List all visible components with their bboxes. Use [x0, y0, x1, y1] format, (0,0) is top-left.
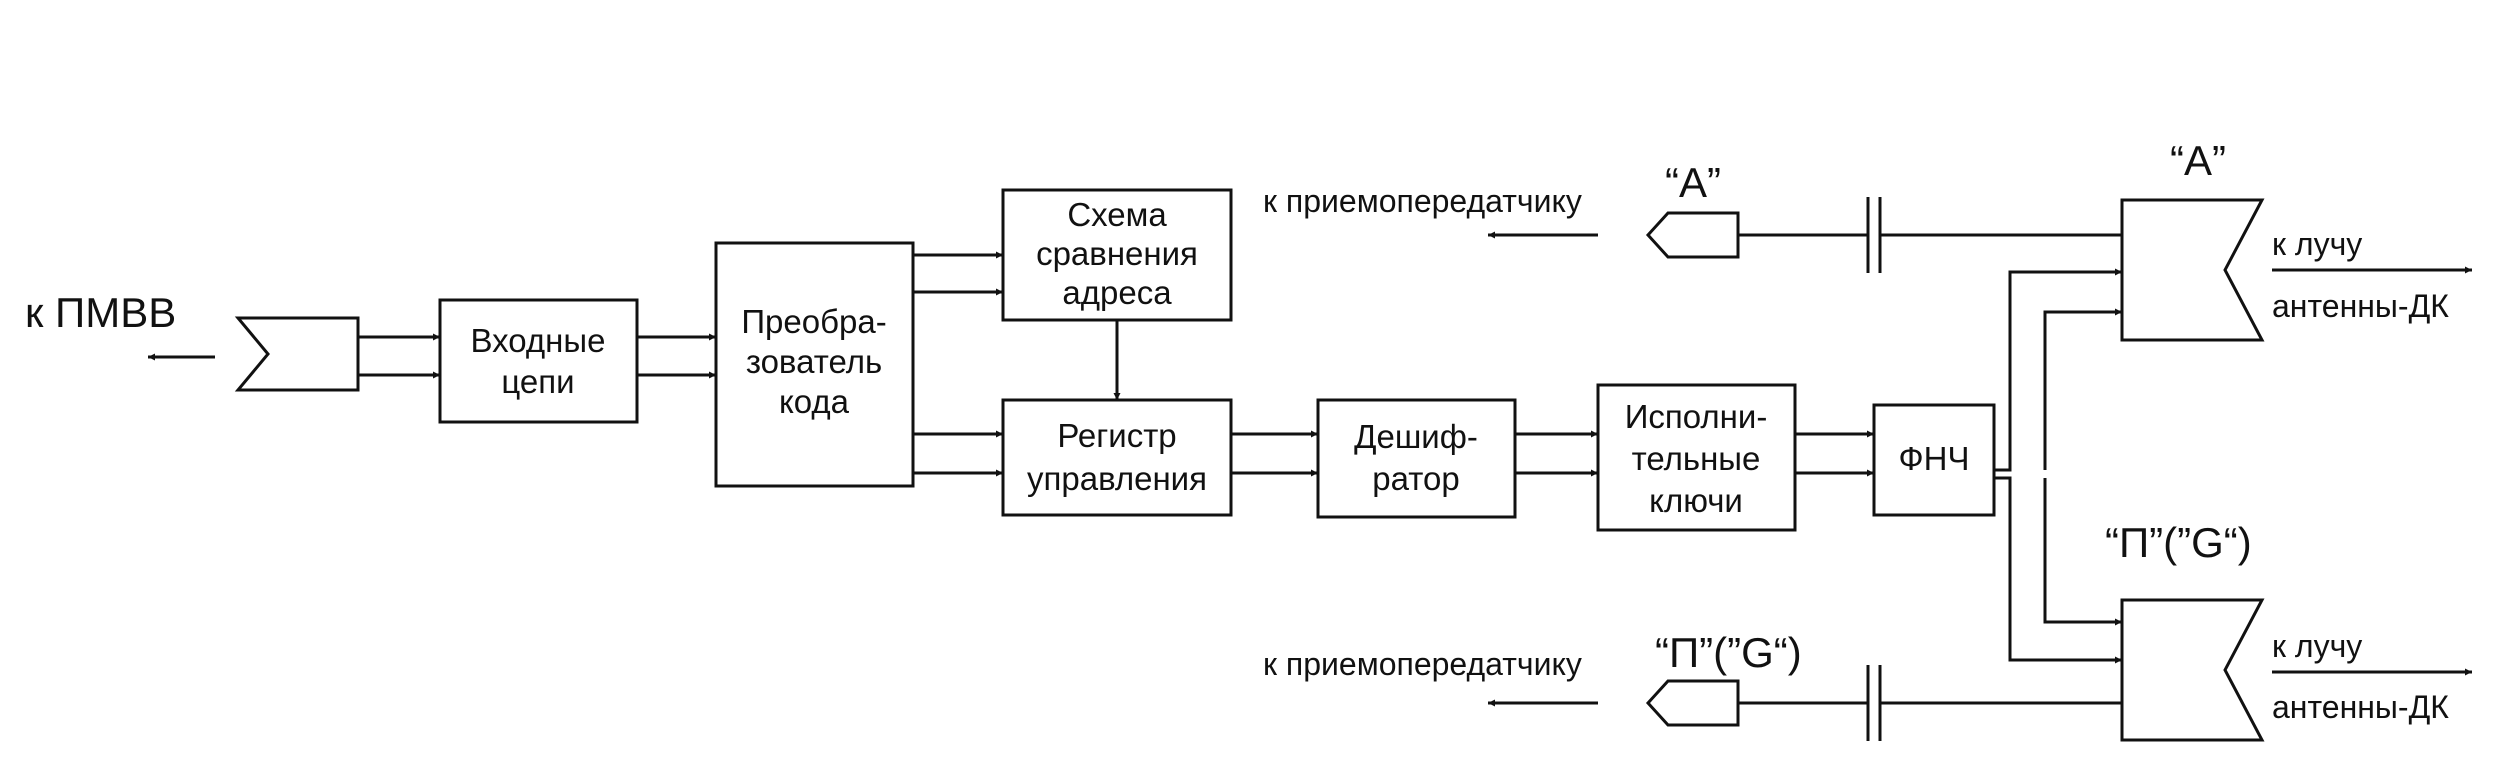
- svg-text:управления: управления: [1027, 460, 1207, 497]
- capacitor-a: [1866, 197, 1882, 273]
- bus-converter-comparator: [913, 251, 1003, 296]
- bus-decoder-keys: [1515, 430, 1598, 477]
- svg-text:цепи: цепи: [501, 363, 574, 400]
- svg-text:тельные: тельные: [1632, 440, 1761, 477]
- bus-connector-input: [358, 333, 440, 379]
- pmvv-label: к ПМВВ: [25, 289, 176, 336]
- svg-text:Схема: Схема: [1067, 196, 1167, 233]
- control-register-block: Регистр управления: [1001, 398, 1233, 517]
- svg-text:Преобра-: Преобра-: [741, 303, 886, 340]
- svg-text:сравнения: сравнения: [1036, 235, 1198, 272]
- input-circuits-block: Входные цепи: [438, 298, 639, 424]
- svg-text:зователь: зователь: [746, 343, 882, 380]
- svg-text:ФНЧ: ФНЧ: [1899, 440, 1970, 477]
- lpf-block: ФНЧ: [1872, 403, 1996, 517]
- bus-keys-lpf: [1795, 430, 1874, 477]
- antenna-p-label: антенны-ДК: [2272, 689, 2449, 725]
- code-converter-block: Преобра- зователь кода: [714, 241, 915, 488]
- channel-p-label: “П”(”G“): [1655, 629, 1802, 676]
- svg-text:Входные: Входные: [471, 322, 606, 359]
- pmvv-connector: [234, 316, 360, 392]
- svg-text:Регистр: Регистр: [1057, 417, 1176, 454]
- channel-p-top-label: “П”(”G“): [2105, 519, 2252, 566]
- bus-register-decoder: [1231, 430, 1318, 477]
- antenna-a-label: антенны-ДК: [2272, 288, 2449, 324]
- beam-p-label: к лучу: [2272, 628, 2362, 664]
- bus-converter-register: [913, 430, 1003, 477]
- decoder-block: Дешиф- ратор: [1316, 398, 1517, 519]
- to-transceiver-p-label: к приемопередатчику: [1263, 646, 1582, 682]
- svg-text:ратор: ратор: [1372, 460, 1459, 497]
- svg-text:кода: кода: [779, 383, 850, 420]
- address-comparator-block: Схема сравнения адреса: [1001, 188, 1233, 322]
- connector-p: [1645, 679, 1740, 727]
- switch-p: [2120, 598, 2265, 742]
- channel-a-top-label: “А”: [2170, 137, 2226, 184]
- lpf-output-lines: [1994, 268, 2122, 664]
- bus-input-converter: [637, 333, 716, 379]
- capacitor-p: [1866, 665, 1882, 741]
- switch-a: [2120, 198, 2265, 342]
- svg-text:адреса: адреса: [1062, 274, 1172, 311]
- svg-text:ключи: ключи: [1649, 482, 1743, 519]
- beam-a-label: к лучу: [2272, 226, 2362, 262]
- to-transceiver-a-label: к приемопередатчику: [1263, 183, 1582, 219]
- executive-keys-block: Исполни- тельные ключи: [1596, 383, 1797, 532]
- svg-text:Исполни-: Исполни-: [1625, 398, 1768, 435]
- connector-a: [1645, 211, 1740, 259]
- svg-text:Дешиф-: Дешиф-: [1354, 418, 1478, 455]
- channel-a-label: “А”: [1665, 159, 1721, 206]
